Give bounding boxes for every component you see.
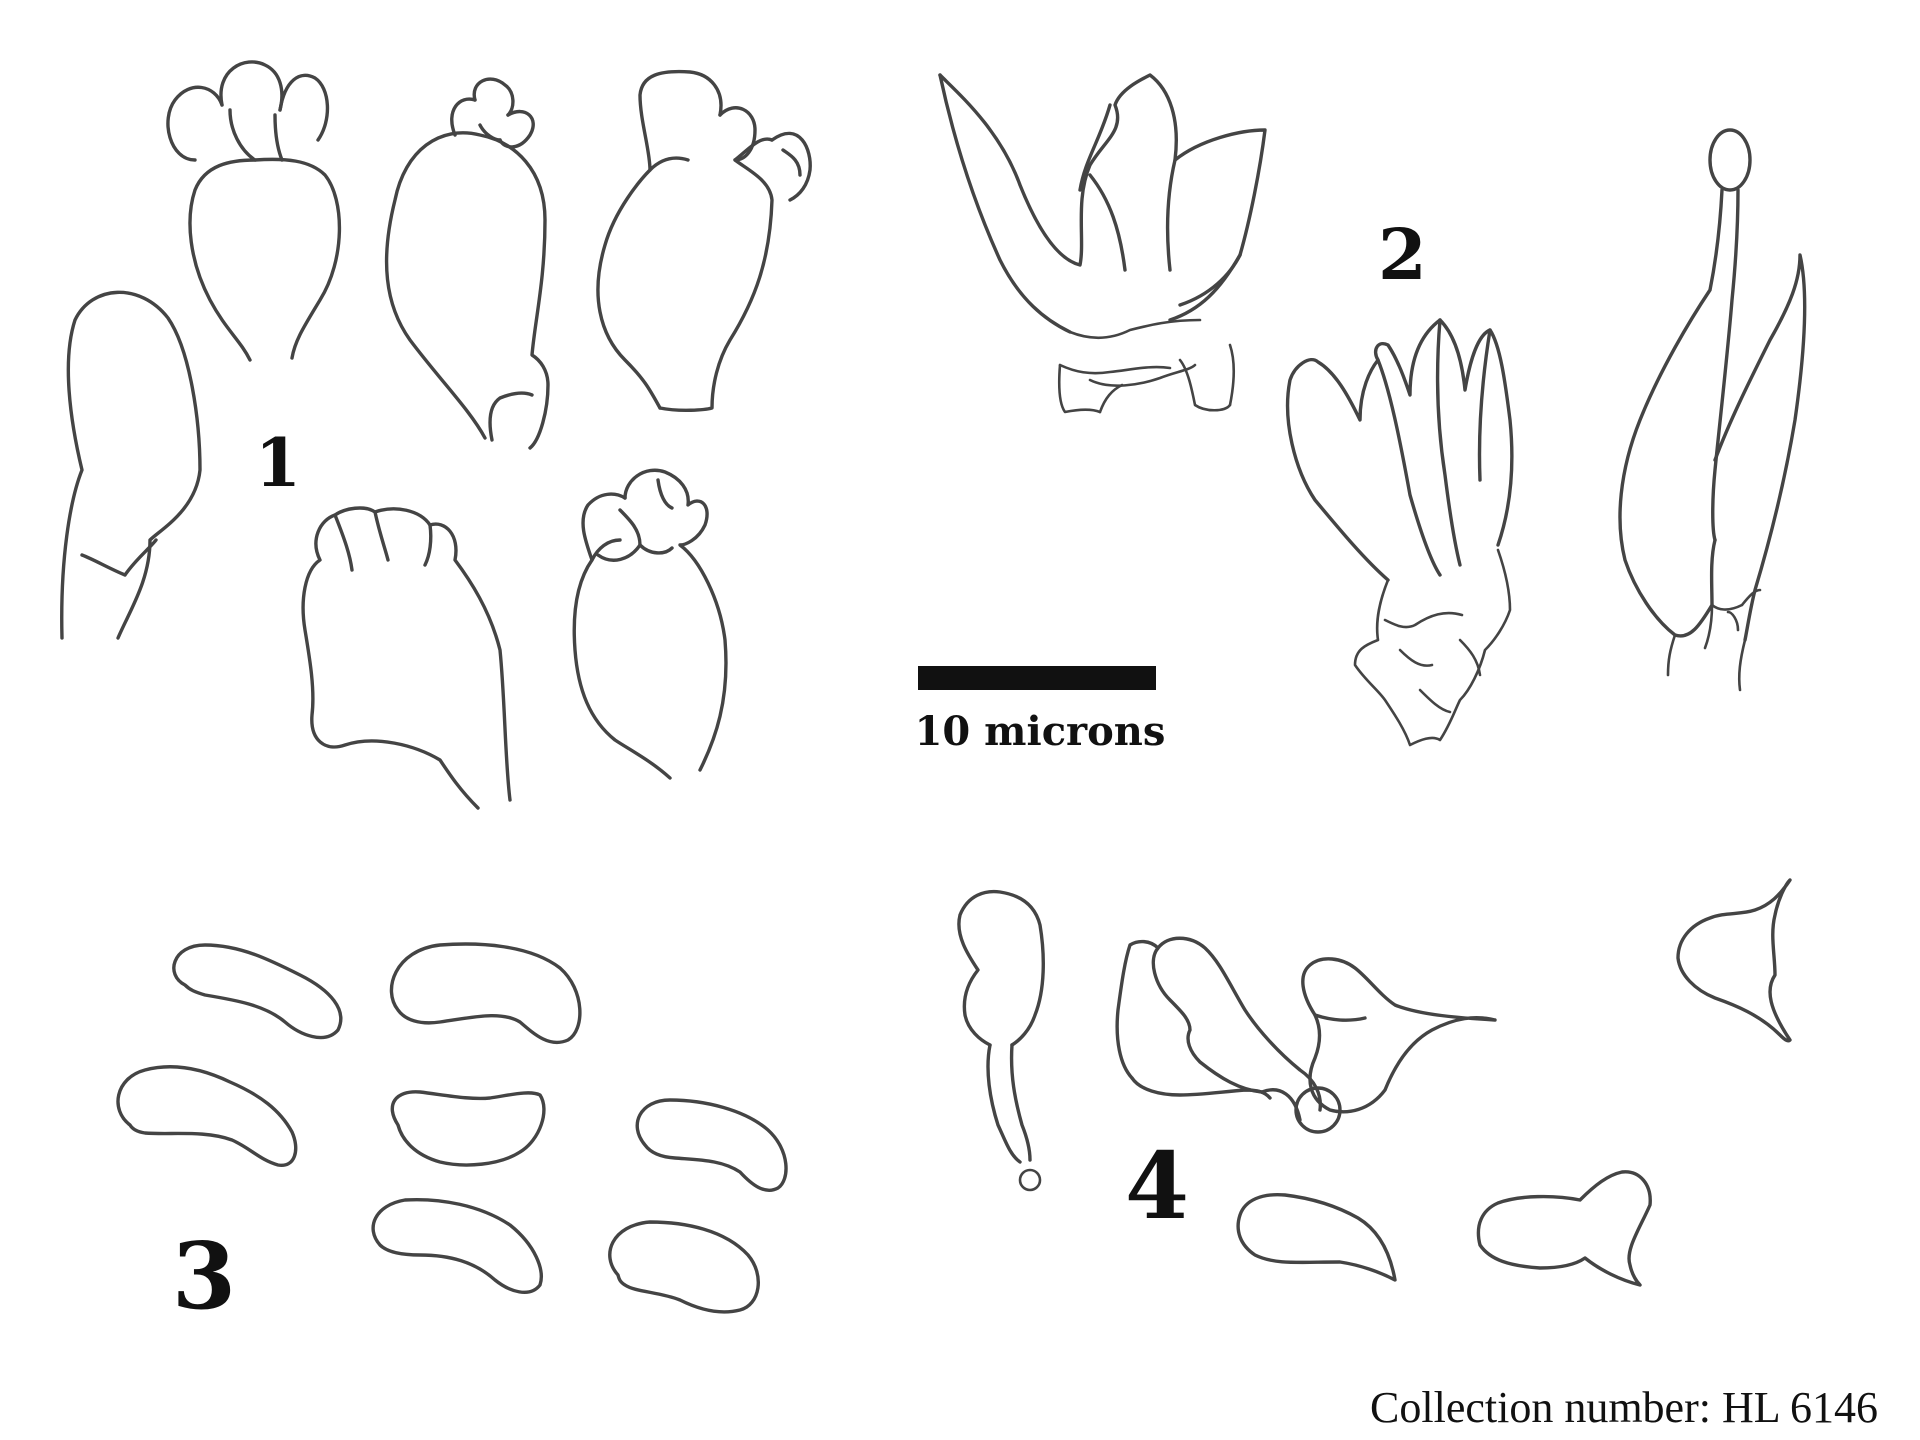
basidium-1c xyxy=(596,69,812,412)
spore-3e xyxy=(635,1098,788,1192)
scale-bar xyxy=(918,666,1156,690)
cystidium-2c xyxy=(1618,128,1807,692)
cell-4b xyxy=(1115,936,1342,1134)
spore-3d xyxy=(390,1090,546,1167)
basidium-elongated-left xyxy=(60,290,202,640)
spore-3a xyxy=(172,943,343,1040)
spore-3f xyxy=(371,1197,543,1294)
group-2-clusters xyxy=(938,73,1807,747)
cell-4a xyxy=(957,889,1045,1192)
figure-label-1: 1 xyxy=(255,424,301,502)
basidium-1e xyxy=(572,468,728,780)
cluster-2b xyxy=(1285,318,1514,747)
cluster-2a xyxy=(938,73,1267,414)
figure-label-4: 4 xyxy=(1125,1132,1190,1240)
cell-4d xyxy=(1676,878,1792,1043)
figure-label-2: 2 xyxy=(1378,213,1427,296)
group-3-spores xyxy=(116,942,788,1314)
cell-4f xyxy=(1476,1170,1652,1287)
group-4-cells xyxy=(957,878,1792,1287)
spore-3c xyxy=(116,1065,298,1167)
collection-caption: Collection number: HL 6146 xyxy=(1370,1383,1878,1432)
basidium-elongated-left-septum xyxy=(80,538,158,577)
spore-3b xyxy=(389,942,582,1045)
cell-4e xyxy=(1236,1192,1397,1282)
basidium-1d xyxy=(301,506,512,810)
basidium-1a xyxy=(166,60,342,362)
group-1-basidia xyxy=(60,60,812,810)
scale-bar-label: 10 microns xyxy=(914,708,1166,755)
cell-4c xyxy=(1301,957,1497,1114)
basidium-1b xyxy=(384,77,550,450)
figure-label-3: 3 xyxy=(172,1222,237,1330)
spore-3g xyxy=(608,1220,760,1314)
